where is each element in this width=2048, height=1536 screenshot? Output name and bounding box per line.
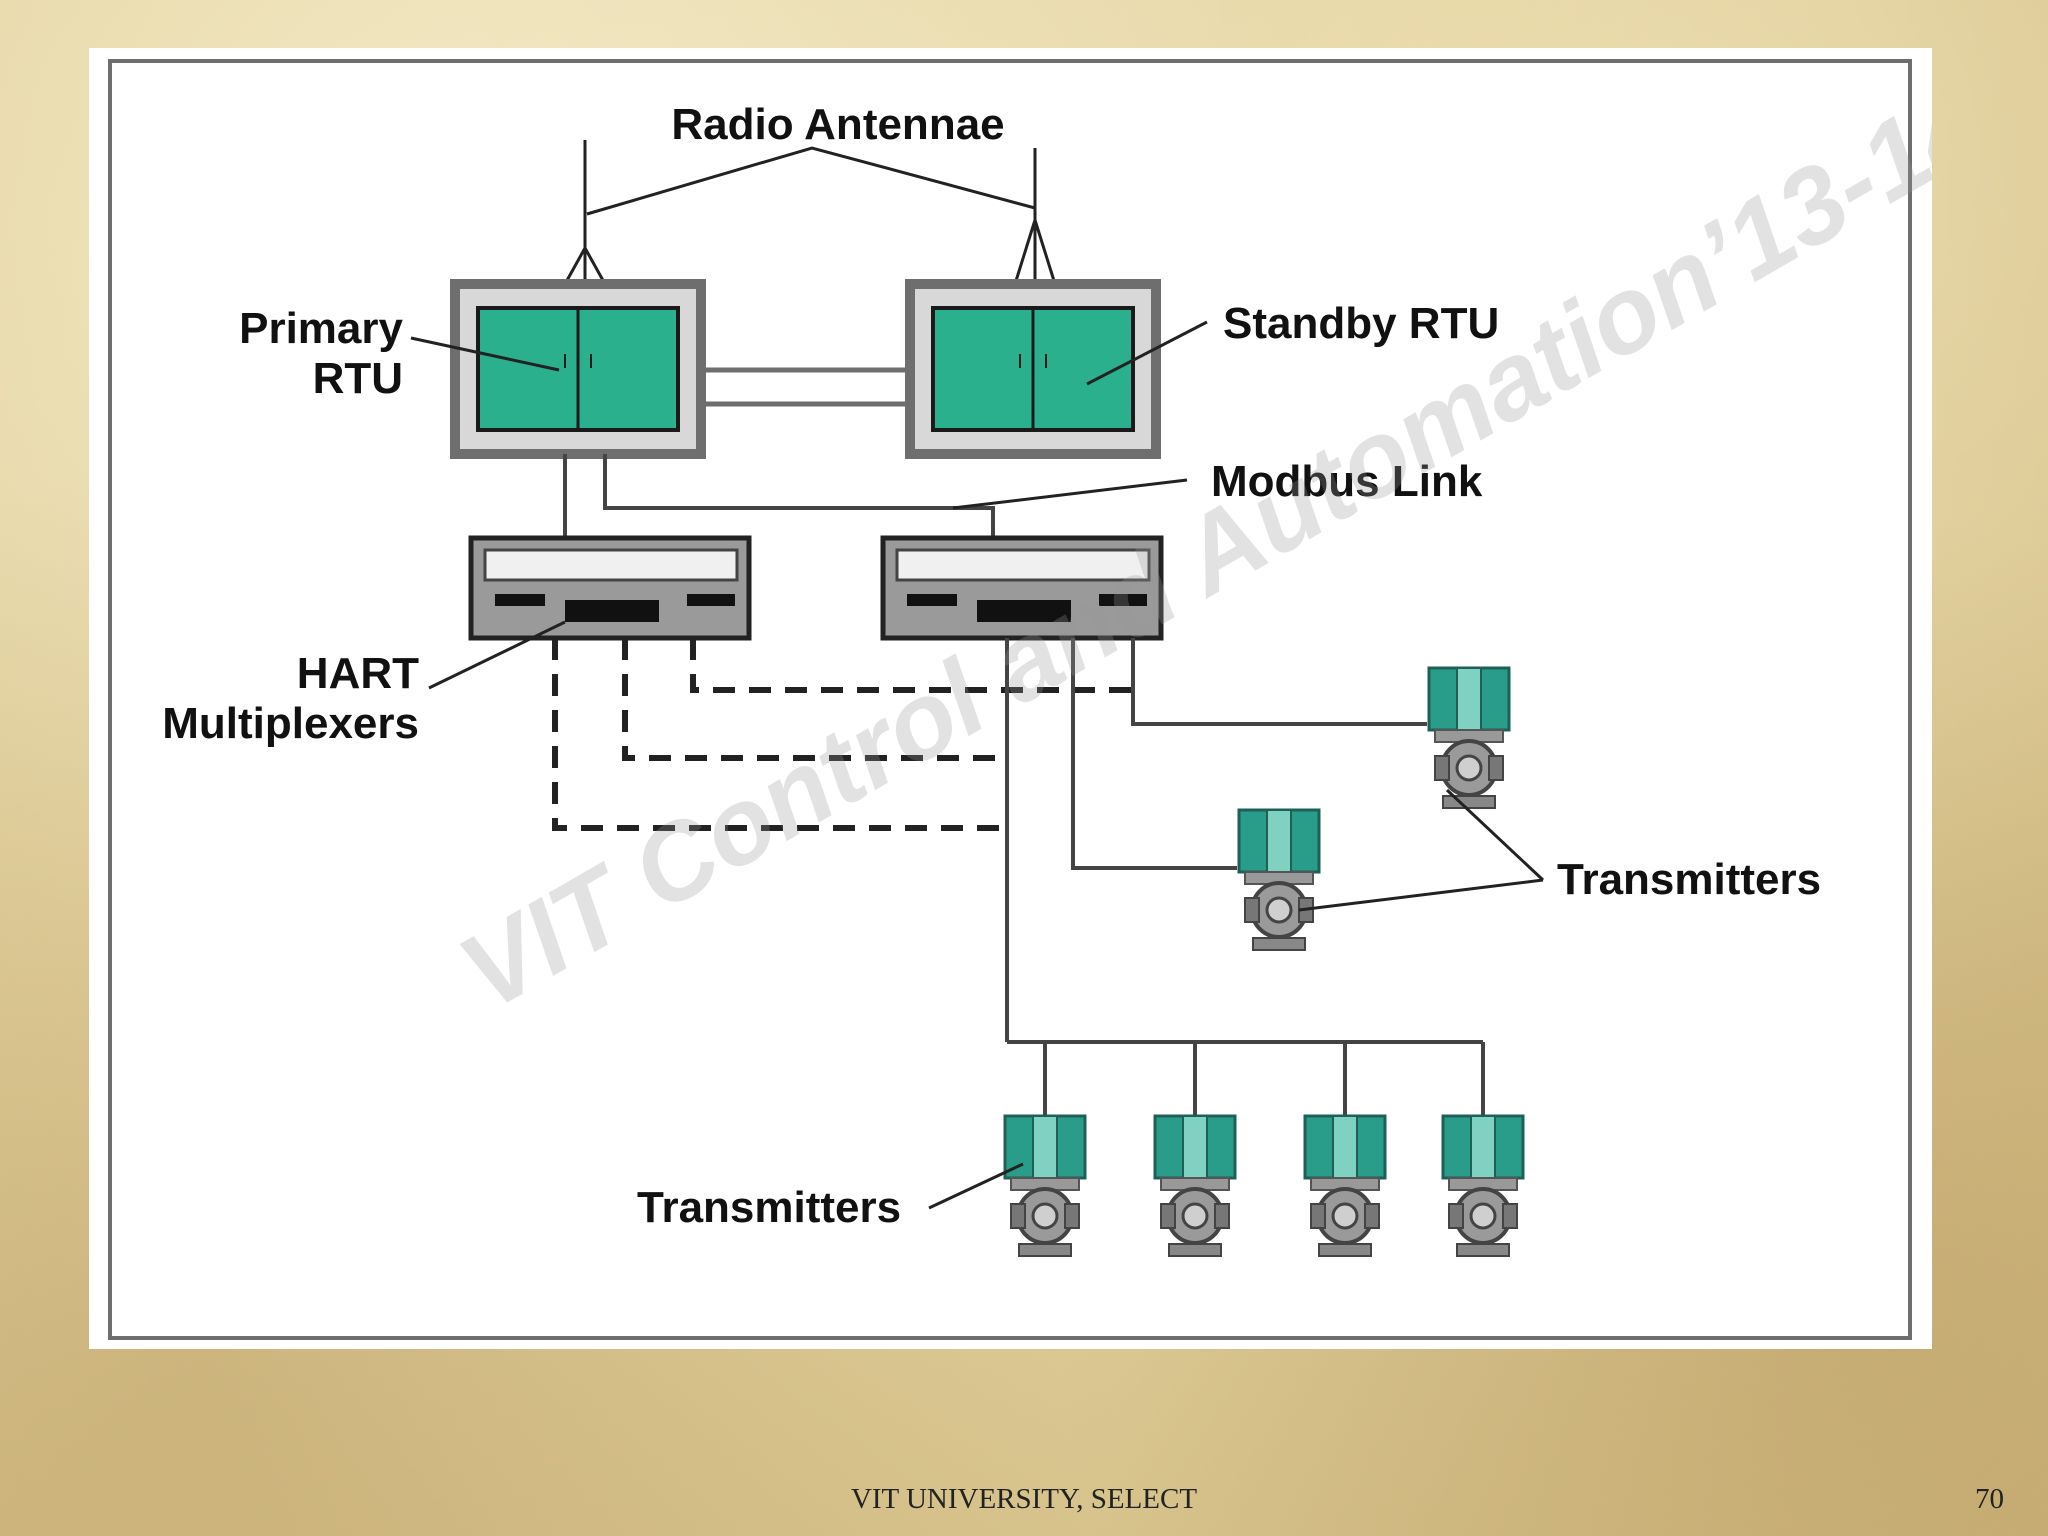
primary-rtu-pointer [410,336,560,372]
primary-rtu-label-line1: Primary [239,304,403,353]
hart-multiplexer-1 [468,535,752,641]
radio-antennae-label: Radio Antennae [671,100,1004,149]
figure-border [108,59,1912,1340]
transmitter-icon-right-lower [1237,808,1321,952]
rtu-network-diagram: Radio Antennae Primary RTU Standby RTU M… [108,59,1932,1340]
transmitter-icon-right-upper [1427,666,1511,810]
hart-label-line1: HART [297,649,419,698]
slide-footer: VIT UNIVERSITY, SELECT [850,1483,1198,1515]
antenna-left-icon [563,140,607,285]
rtu-interconnect [700,367,910,407]
hart-multiplexer-2 [880,535,1164,641]
transmitter-icon-bottom-3 [1303,1114,1387,1258]
modbus-link-label: Modbus Link [1211,457,1483,506]
transmitters-bottom-label: Transmitters [637,1183,901,1232]
transmitters-right-pointer [1298,788,1545,912]
diagram-panel: Radio Antennae Primary RTU Standby RTU M… [89,48,1932,1349]
modbus-link-pointer [952,478,1188,510]
transmitter-icon-bottom-2 [1153,1114,1237,1258]
modbus-link-cable [563,454,995,538]
primary-rtu-label-line2: RTU [313,354,403,403]
transmitter-icon-bottom-1 [1003,1114,1087,1258]
transmitters-bottom-pointer [928,1162,1024,1210]
hart-label-line2: Multiplexers [162,699,419,748]
hart-pointer [428,620,566,690]
standby-rtu-pointer [1086,320,1208,386]
radio-antennae-pointer [586,146,1036,216]
hart-dashed-links [552,638,1133,831]
transmitters-right-label: Transmitters [1557,855,1821,904]
page-number: 70 [1975,1483,2004,1515]
standby-rtu [905,279,1161,459]
antenna-right-icon [1013,148,1057,285]
transmitter-icon-bottom-4 [1441,1114,1525,1258]
primary-rtu [450,279,706,459]
multiplexer-field-cables [1005,638,1485,1116]
standby-rtu-label: Standby RTU [1223,299,1499,348]
